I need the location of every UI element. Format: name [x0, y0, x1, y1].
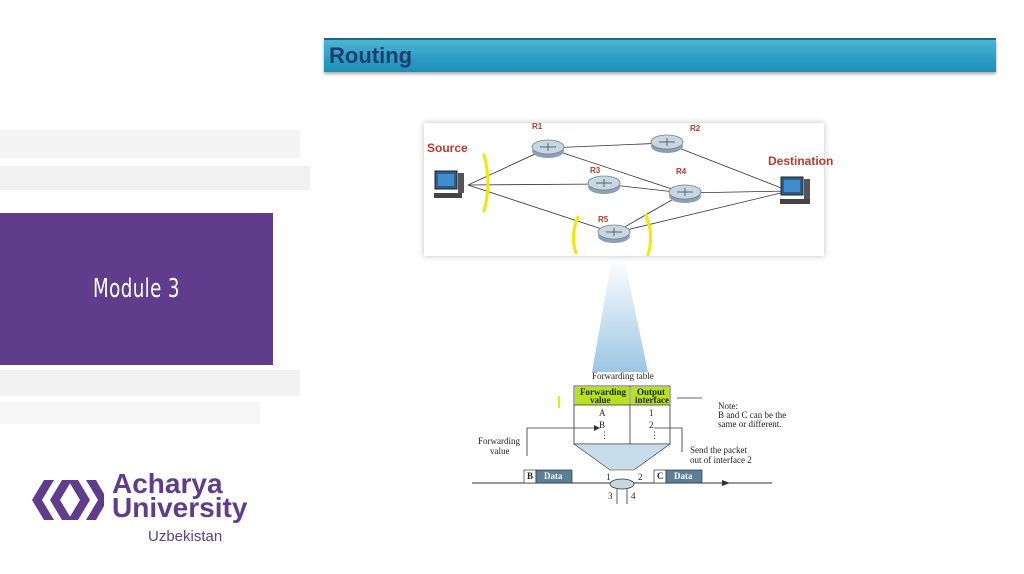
router-label-r5: R5	[598, 215, 609, 224]
network-diagram: Source Destination R1 R2 R3 R4 R5	[424, 122, 833, 256]
computer-icon	[434, 170, 464, 198]
interface-label-4: 4	[631, 491, 636, 501]
source-label: Source	[427, 141, 468, 155]
forwarding-table-diagram: Forwarding table Forwarding value Output…	[472, 368, 786, 520]
forwarding-table-title: Forwarding table	[592, 371, 654, 381]
table-cell: 1	[649, 408, 654, 418]
routing-title: Routing	[329, 43, 413, 68]
table-cell: ⋮	[650, 430, 659, 440]
router-label-r3: R3	[590, 166, 601, 175]
router-icon	[587, 175, 621, 194]
module-title: Module 3	[93, 274, 180, 304]
router-icon	[597, 224, 631, 243]
table-cell: ⋮	[600, 430, 609, 440]
table-cell: A	[599, 408, 606, 418]
logo-line-2: University	[112, 492, 248, 523]
network-links	[467, 142, 790, 256]
forwarding-value-label-line2: value	[490, 446, 510, 456]
router-icon	[650, 134, 684, 153]
table-cell: B	[599, 420, 606, 430]
packet-header-in: B	[527, 471, 534, 481]
logo-subtitle: Uzbekistan	[148, 528, 223, 545]
col-output-header-line1: Output	[637, 387, 666, 397]
interface-label-2: 2	[638, 472, 643, 482]
router-icon	[668, 184, 702, 203]
logo-line-1: Acharya	[112, 468, 223, 499]
send-packet-line1: Send the packet	[690, 445, 747, 455]
module-panel: Module 3	[0, 213, 273, 365]
forwarding-value-label-line1: Forwarding	[478, 436, 520, 446]
router-label-r4: R4	[676, 167, 687, 176]
interface-label-3: 3	[608, 491, 613, 501]
note-line-3: same or different.	[718, 419, 782, 429]
forwarding-diagram-lines	[472, 385, 772, 504]
packet-data-in: Data	[544, 471, 563, 481]
background-stripes	[0, 130, 310, 424]
university-logo-mark-icon	[32, 480, 104, 520]
computer-icon	[780, 176, 810, 204]
interface-label-1: 1	[606, 472, 611, 482]
router-label-r2: R2	[690, 124, 701, 133]
packet-header-out: C	[657, 471, 664, 481]
note-line-2: B and C can be the	[718, 410, 787, 420]
col-output-header-line2: interface	[635, 395, 669, 405]
table-cell: 2	[649, 420, 654, 430]
acharya-university-logo: Acharya University Uzbekistan	[32, 468, 282, 558]
routing-header-bar: Routing	[324, 38, 996, 72]
note-line-1: Note:	[718, 401, 738, 411]
col-forwarding-header-line1: Forwarding	[580, 387, 626, 397]
col-forwarding-header-line2: value	[590, 395, 611, 405]
destination-label: Destination	[768, 154, 834, 168]
router-icon	[531, 139, 565, 158]
router-label-r1: R1	[532, 122, 543, 131]
packet-data-out: Data	[674, 471, 693, 481]
send-packet-line2: out of interface 2	[690, 455, 752, 465]
